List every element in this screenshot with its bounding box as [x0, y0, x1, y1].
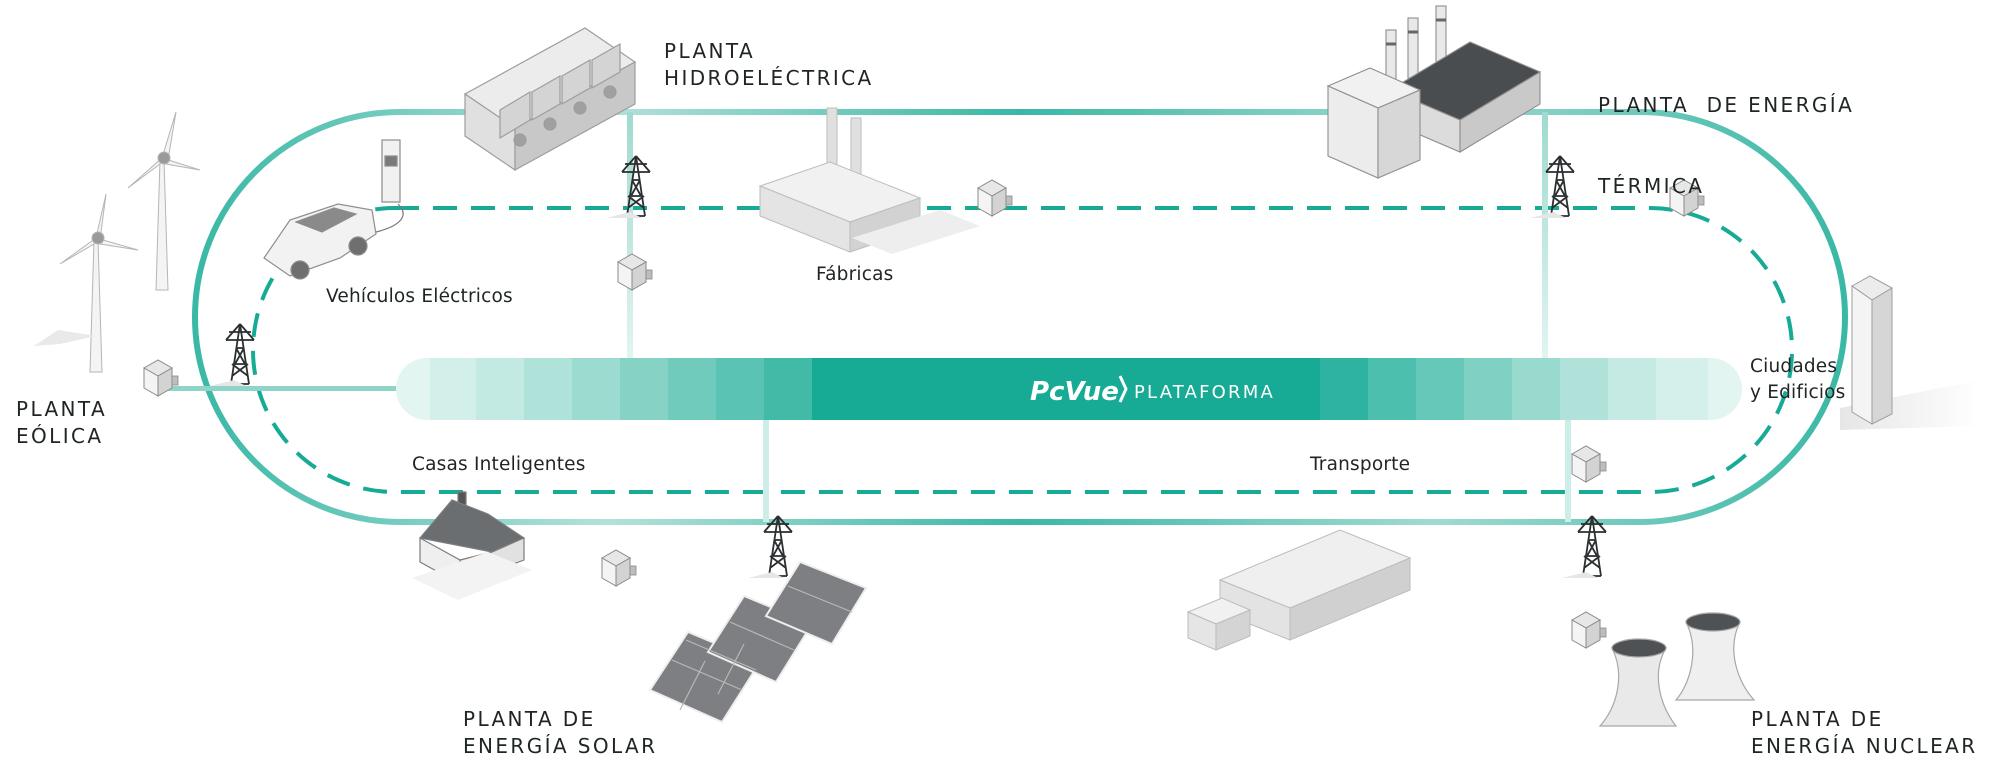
- skyscraper-icon: [1840, 275, 1980, 430]
- house-icon: [412, 491, 532, 600]
- label-solar-line2: ENERGÍA SOLAR: [463, 734, 658, 758]
- label-wind-plant: PLANTA EÓLICA: [16, 396, 107, 450]
- pcvue-logo: PcVue: [1030, 377, 1119, 407]
- label-wind-line1: PLANTA: [16, 397, 108, 421]
- label-nuclear-plant: PLANTA DE ENERGÍA NUCLEAR: [1751, 706, 1978, 760]
- transmission-tower-icon: [209, 323, 255, 387]
- label-factories: Fábricas: [816, 264, 894, 285]
- label-thermal-line1: PLANTA DE ENERGÍA: [1598, 93, 1855, 117]
- label-hydro-line2: HIDROELÉCTRICA: [664, 66, 874, 90]
- label-ev: Vehículos Eléctricos: [326, 286, 513, 307]
- label-cities: Ciudades y Edificios: [1750, 354, 1846, 406]
- label-nuclear-line1: PLANTA DE: [1751, 707, 1884, 731]
- factory-icon: [758, 107, 980, 254]
- transmission-tower-icon: [747, 515, 793, 579]
- substation-box-icon: [1571, 445, 1607, 483]
- label-solar-plant: PLANTA DE ENERGÍA SOLAR: [463, 706, 657, 760]
- label-transport: Transporte: [1310, 454, 1411, 475]
- cooling-tower-icon: [1598, 612, 1756, 727]
- wind-turbine-icon: [34, 111, 201, 373]
- label-thermal-plant: PLANTA DE ENERGÍA TÉRMICA: [1598, 38, 1854, 227]
- electric-car-icon: [263, 139, 404, 280]
- label-hydro-plant: PLANTA HIDROELÉCTRICA: [664, 38, 874, 92]
- label-hydro-line1: PLANTA: [664, 39, 756, 63]
- label-thermal-line2: TÉRMICA: [1598, 174, 1705, 198]
- substation-box-icon: [601, 549, 637, 587]
- transmission-tower-icon: [1561, 515, 1607, 579]
- label-smart-homes: Casas Inteligentes: [412, 454, 586, 475]
- label-solar-line1: PLANTA DE: [463, 707, 596, 731]
- solar-panel-icon: [648, 560, 868, 724]
- substation-box-icon: [617, 253, 653, 291]
- grid-connectors: [160, 112, 1571, 522]
- train-station-icon: [1186, 529, 1412, 651]
- label-cities-line1: Ciudades: [1750, 356, 1838, 377]
- thermal-power-plant-icon: [1326, 5, 1542, 179]
- pcvue-platform-bar: PcVue PLATAFORMA: [396, 358, 1742, 420]
- substation-box-icon: [977, 179, 1013, 217]
- transmission-ring: [192, 109, 1848, 525]
- label-nuclear-line2: ENERGÍA NUCLEAR: [1751, 734, 1978, 758]
- substation-box-icon: [1571, 611, 1607, 649]
- label-cities-line2: y Edificios: [1750, 382, 1846, 403]
- distribution-ring: [251, 206, 1794, 494]
- platform-label: PLATAFORMA: [1134, 382, 1275, 403]
- hydroelectric-dam-icon: [463, 27, 637, 172]
- label-wind-line2: EÓLICA: [16, 424, 104, 448]
